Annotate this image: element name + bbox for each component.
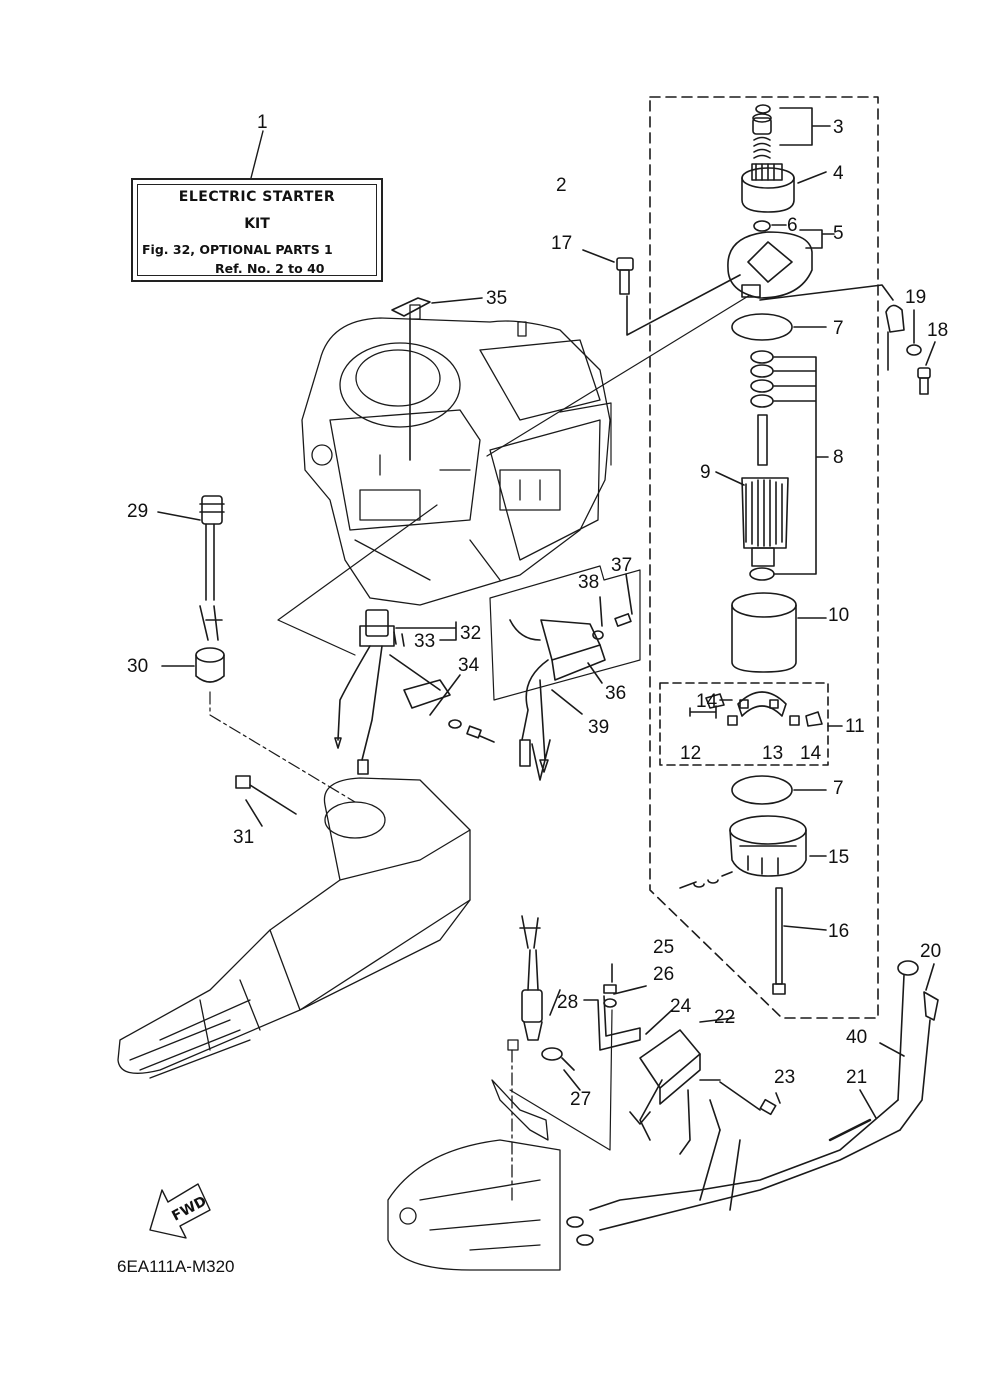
brush-holder-boundary [659,682,829,766]
kit-subtitle: KIT [244,216,270,232]
callout-28: 28 [557,992,579,1013]
starter-relay-parts [519,915,781,1155]
callout-34: 34 [458,655,480,676]
callout-5: 5 [833,223,844,244]
rectifier-group-outline [489,565,641,701]
callout-6: 6 [787,215,798,236]
battery-cables [566,960,939,1246]
callout-12: 12 [680,743,702,764]
callout-7-lower: 7 [833,778,844,799]
callout-10: 10 [828,605,850,626]
kit-figure-ref: Fig. 32, OPTIONAL PARTS 1 [142,242,333,257]
cable-clip-35 [391,297,483,461]
callout-20: 20 [920,941,942,962]
yoke [731,592,827,673]
drawing-code: 6EA111A-M320 [117,1257,235,1276]
drive-shaft-housing [117,777,471,1079]
callout-39: 39 [588,717,610,738]
callout-17: 17 [551,233,573,254]
engine-powerhead [301,304,611,606]
lower-mount [387,1039,561,1271]
front-cover [727,220,835,299]
through-bolt [772,887,827,995]
rectifier-36 [509,573,633,781]
starter-kit-boundary [649,96,879,1019]
rubber-cap-30 [161,647,356,803]
callout-14-right: 14 [800,743,822,764]
callout-13: 13 [762,743,784,764]
callout-25: 25 [653,937,675,958]
kit-ref-range: Ref. No. 2 to 40 [215,261,325,276]
callout-37: 37 [611,555,633,576]
bracket-34 [429,674,495,743]
kit-title-inner-frame [137,184,377,276]
o-ring-upper [731,313,793,341]
callout-35: 35 [486,288,508,309]
relay-group-outline [509,1009,613,1151]
callout-31: 31 [233,827,255,848]
callout-23: 23 [774,1067,796,1088]
callout-19: 19 [905,287,927,308]
washer-stack [749,350,829,581]
pinion-drive [741,163,827,213]
fwd-arrow-icon [149,1183,211,1239]
callout-14-left: 14 [696,691,718,712]
brush-holder [689,691,843,727]
pinion-stop-parts [752,104,831,159]
terminal-19 [759,284,936,395]
callout-16: 16 [828,921,850,942]
neutral-switch-29 [157,495,225,641]
callout-29: 29 [127,501,149,522]
callout-1: 1 [257,112,268,133]
callout-7-upper: 7 [833,318,844,339]
tie-strap-31 [235,775,297,827]
callout-21: 21 [846,1067,868,1088]
callout-27: 27 [570,1089,592,1110]
callout-30: 30 [127,656,149,677]
callout-15: 15 [828,847,850,868]
o-ring-lower [731,775,793,805]
callout-33: 33 [414,631,436,652]
rear-cover [679,815,827,889]
callout-18: 18 [927,320,949,341]
bolt-17 [582,249,741,336]
armature [715,414,789,567]
callout-26: 26 [653,964,675,985]
callout-2: 2 [556,175,567,196]
callout-11: 11 [845,716,865,737]
callout-4: 4 [833,163,844,184]
callout-38: 38 [578,572,600,593]
callout-8: 8 [833,447,844,468]
callout-24: 24 [670,996,692,1017]
callout-32: 32 [460,623,482,644]
callout-3: 3 [833,117,844,138]
callout-22: 22 [714,1007,736,1028]
callout-40: 40 [846,1027,868,1048]
kit-title-box: ELECTRIC STARTER KIT Fig. 32, OPTIONAL P… [131,178,383,282]
kit-title: ELECTRIC STARTER [178,189,336,205]
callout-36: 36 [605,683,627,704]
wire-harness-32 [334,609,457,775]
callout-9: 9 [700,462,711,483]
